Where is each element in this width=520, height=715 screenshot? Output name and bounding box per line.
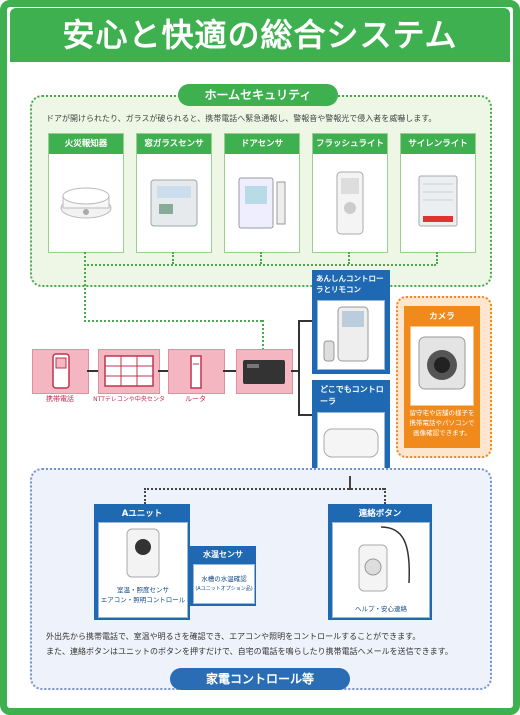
a-unit-icon xyxy=(126,528,160,578)
device-fire-alarm: 火災報知器 xyxy=(48,133,124,253)
connector-line xyxy=(260,252,262,264)
a-unit-panel: Aユニット 室温・照度センサ エアコン・照明コントロール xyxy=(94,504,190,620)
home-security-tag: ホームセキュリティ xyxy=(178,84,338,106)
contact-button-icon xyxy=(358,526,411,592)
connector-line xyxy=(172,252,174,264)
flash-light-icon xyxy=(336,171,364,235)
center-label: NTTテレコンや中央センタ xyxy=(93,396,165,403)
center-node xyxy=(98,349,160,394)
device-flash-light: フラッシュライト xyxy=(312,133,388,253)
connector-line xyxy=(298,414,312,416)
connector-line xyxy=(84,264,436,266)
water-sensor-label: 水温センサ xyxy=(203,550,243,559)
connector-line xyxy=(84,320,262,322)
water-sensor-card: 水槽の水温確認 (Aユニットオプション品) xyxy=(193,564,255,604)
camera-description: 留守宅や店舗の様子を携帯電話やパソコンで画像確認できます。 xyxy=(409,409,475,437)
connector-line xyxy=(87,370,98,372)
fire-alarm-icon xyxy=(60,187,112,219)
connector-line xyxy=(84,264,86,322)
water-sensor-panel: 水温センサ 水槽の水温確認 (Aユニットオプション品) xyxy=(190,546,256,606)
a-unit-label: Aユニット xyxy=(121,509,163,519)
camera-label: カメラ xyxy=(429,312,455,322)
contact-button-panel: 連絡ボタン ヘルプ・安心連絡 xyxy=(328,504,432,620)
home-description-line-1: 外出先から携帯電話で、室温や明るさを確認でき、エアコンや照明をコントロールするこ… xyxy=(46,632,421,641)
anshin-controller-image xyxy=(317,300,385,370)
contact-button-image: ヘルプ・安心連絡 xyxy=(332,522,430,618)
water-sensor-note: (Aユニットオプション品) xyxy=(195,586,253,592)
device-door-sensor: ドアセンサ xyxy=(224,133,300,253)
connector-line xyxy=(84,252,86,266)
controller-hub-icon xyxy=(243,360,285,384)
contact-button-label: 連絡ボタン xyxy=(358,509,402,519)
water-sensor-caption: 水槽の水温確認 xyxy=(201,575,247,583)
device-label: ドアセンサ xyxy=(225,134,299,154)
device-label: 火災報知器 xyxy=(49,134,123,154)
dokodemo-controller-image xyxy=(317,412,385,472)
camera-image xyxy=(410,326,474,406)
building-icon xyxy=(104,355,154,387)
mobile-phone-label: 携帯電話 xyxy=(46,395,74,403)
connector-line xyxy=(291,370,299,372)
home-control-description: 外出先から携帯電話で、室温や明るさを確認でき、エアコンや照明をコントロールするこ… xyxy=(46,629,486,659)
remote-controller-icon xyxy=(323,306,369,362)
router-label: ルータ xyxy=(185,395,206,403)
connector-line xyxy=(298,320,300,416)
mobile-phone-node xyxy=(32,349,89,394)
connector-line xyxy=(349,476,351,490)
dokodemo-controller-panel: どこでもコントローラ xyxy=(312,380,390,476)
hub-node xyxy=(236,349,293,394)
a-unit-image: 室温・照度センサ エアコン・照明コントロール xyxy=(98,522,188,618)
device-siren-light: サイレンライト xyxy=(400,133,476,253)
camera-card: カメラ 留守宅や店舗の様子を携帯電話やパソコンで画像確認できます。 xyxy=(404,306,480,448)
connector-line xyxy=(436,252,438,264)
router-node xyxy=(168,349,225,394)
anshin-controller-label: あんしんコントローラとリモコン xyxy=(316,274,384,294)
connector-line xyxy=(144,488,146,504)
mobile-phone-icon xyxy=(52,353,70,389)
connector-line xyxy=(348,252,350,264)
connector-line xyxy=(262,320,264,350)
door-sensor-icon xyxy=(238,177,286,229)
siren-light-icon xyxy=(418,175,458,227)
router-icon xyxy=(190,355,202,389)
connector-line xyxy=(298,320,312,322)
device-window-sensor: 窓ガラスセンサ xyxy=(136,133,212,253)
device-label: 窓ガラスセンサ xyxy=(137,134,211,154)
home-description-line-2: また、連絡ボタンはユニットのボタンを押すだけで、自宅の電話を鳴らしたり携帯電話へ… xyxy=(46,647,453,656)
a-unit-caption: 室温・照度センサ エアコン・照明コントロール xyxy=(100,586,186,604)
connector-line xyxy=(158,370,168,372)
camera-icon xyxy=(418,336,466,390)
device-label: フラッシュライト xyxy=(313,134,387,154)
connector-line xyxy=(384,488,386,504)
page-title: 安心と快適の総合システム xyxy=(10,8,510,62)
connector-line xyxy=(223,370,236,372)
home-control-tag: 家電コントロール等 xyxy=(170,668,350,690)
dokodemo-controller-label: どこでもコントローラ xyxy=(320,385,384,406)
home-security-description: ドアが開けられたり、ガラスが破られると、携帯電話へ緊急通報し、警報音や警報光で侵… xyxy=(46,114,437,123)
connector-line xyxy=(144,488,384,490)
contact-button-caption: ヘルプ・安心連絡 xyxy=(355,605,407,613)
controller-device-icon xyxy=(323,428,379,458)
device-label: サイレンライト xyxy=(401,134,475,154)
anshin-controller-panel: あんしんコントローラとリモコン xyxy=(312,270,390,374)
window-sensor-icon xyxy=(150,179,198,227)
